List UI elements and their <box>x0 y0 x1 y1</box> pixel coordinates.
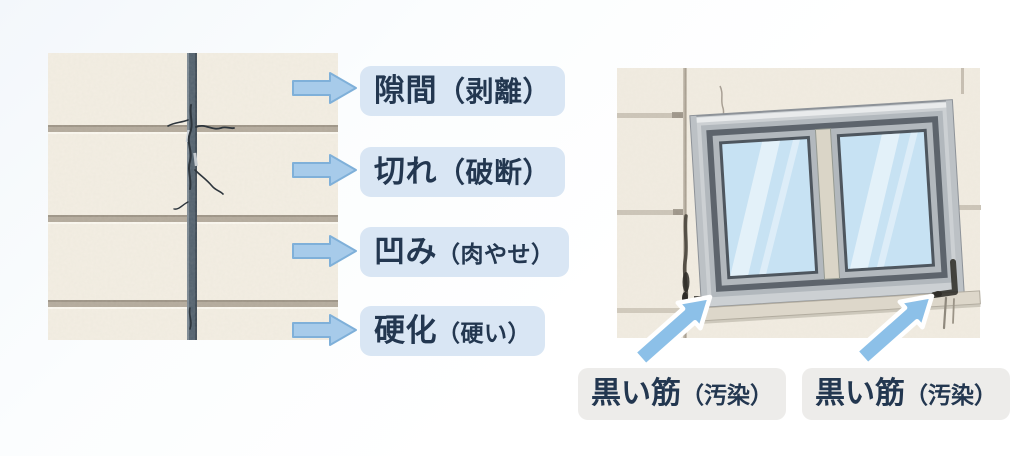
defect-label-paren: （破断） <box>437 156 552 189</box>
defect-label-main: 隙間 <box>374 73 437 109</box>
stain-right <box>931 259 958 330</box>
defect-label-paren: （肉やせ） <box>437 242 555 268</box>
window-sash-right <box>830 122 942 279</box>
defect-label-paren: （剥離） <box>437 75 552 108</box>
defect-label-dent: 凹み（肉やせ） <box>360 227 569 277</box>
right-arrow-icon <box>292 235 357 267</box>
stain-label-main: 黒い筋 <box>591 376 681 411</box>
defect-label-main: 切れ <box>374 154 437 190</box>
stain-label-paren: （汚染） <box>905 383 997 409</box>
window <box>687 99 981 325</box>
right-arrow-icon <box>292 314 357 346</box>
stain-label-main: 黒い筋 <box>815 376 905 411</box>
stain-label-left: 黒い筋（汚染） <box>578 368 786 420</box>
window-mullion <box>814 128 841 280</box>
sealant-crack <box>167 104 235 330</box>
stain-label-right: 黒い筋（汚染） <box>802 368 1010 420</box>
up-right-arrow-icon <box>853 293 935 367</box>
defect-label-gap: 隙間（剥離） <box>360 66 566 116</box>
defect-label-paren: （硬い） <box>437 321 531 347</box>
wall-texture <box>48 53 338 340</box>
window-wall-illustration <box>617 68 981 338</box>
defect-label-main: 硬化 <box>374 313 437 349</box>
right-arrow-icon <box>292 154 357 186</box>
defect-label-main: 凹み <box>374 234 437 270</box>
window-sash-left <box>712 129 825 286</box>
defect-label-tear: 切れ（破断） <box>360 147 566 197</box>
defect-label-hardening: 硬化（硬い） <box>360 306 545 356</box>
siding-wall-illustration <box>48 53 338 340</box>
right-arrow-icon <box>292 72 357 104</box>
stain-label-paren: （汚染） <box>681 383 773 409</box>
up-right-arrow-icon <box>631 294 713 368</box>
